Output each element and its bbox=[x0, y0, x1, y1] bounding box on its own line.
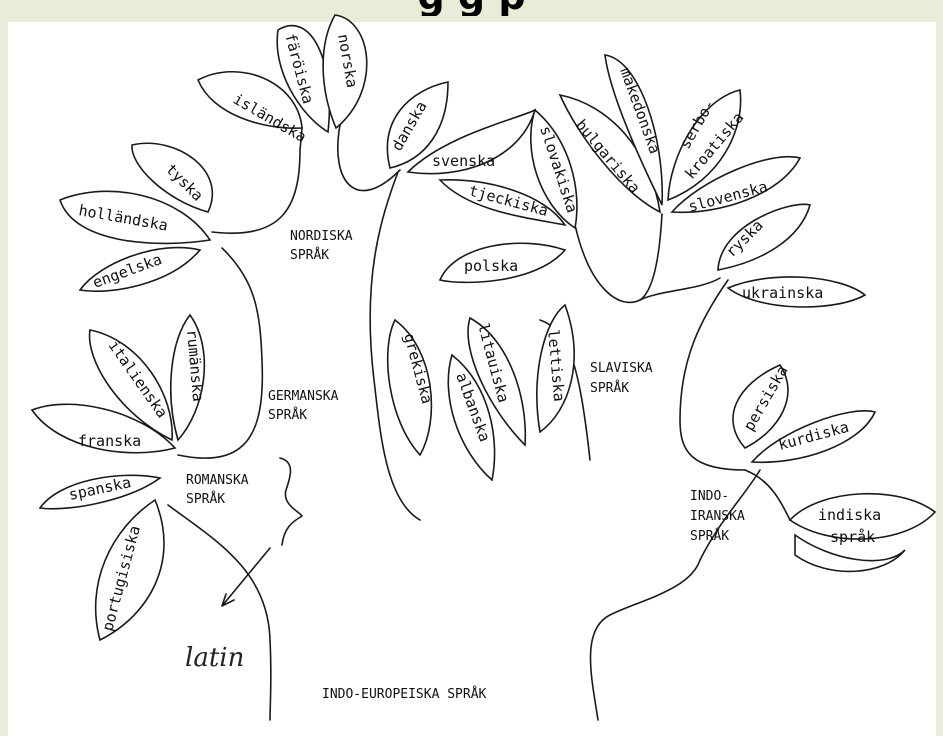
group-nordiska-2: SPRÅK bbox=[290, 247, 329, 263]
branch-slaviska bbox=[575, 214, 662, 302]
branch-germanska-back bbox=[212, 128, 302, 233]
label-indiska-2: språk bbox=[830, 528, 875, 546]
group-indoiranska-1: INDO- bbox=[690, 489, 729, 504]
trunk-right bbox=[591, 470, 761, 720]
branch-indoiranska bbox=[745, 470, 790, 520]
label-franska: franska bbox=[78, 432, 141, 450]
label-svenska: svenska bbox=[432, 152, 495, 170]
latin-annotation: latin bbox=[185, 643, 244, 673]
label-ukrainska: ukrainska bbox=[742, 284, 823, 302]
group-germanska-1: GERMANSKA bbox=[268, 389, 339, 404]
label-polska: polska bbox=[464, 257, 518, 275]
latin-arrow bbox=[222, 548, 270, 606]
latin-bracket bbox=[280, 458, 302, 545]
group-romanska-2: SPRÅK bbox=[186, 491, 225, 507]
trunk-left bbox=[168, 505, 271, 720]
group-germanska-2: SPRÅK bbox=[268, 407, 307, 423]
group-nordiska-1: NORDISKA bbox=[290, 229, 353, 244]
group-slaviska-2: SPRÅK bbox=[590, 380, 629, 396]
group-romanska-1: ROMANSKA bbox=[186, 473, 249, 488]
branch-slaviska-right bbox=[680, 280, 745, 470]
label-indiska-1: indiska bbox=[818, 506, 881, 524]
group-indoiranska-3: SPRÅK bbox=[690, 528, 729, 544]
group-indoiranska-2: IRANSKA bbox=[690, 509, 745, 524]
group-slaviska-1: SLAVISKA bbox=[590, 361, 653, 376]
root-label: INDO-EUROPEISKA SPRÅK bbox=[322, 686, 487, 702]
